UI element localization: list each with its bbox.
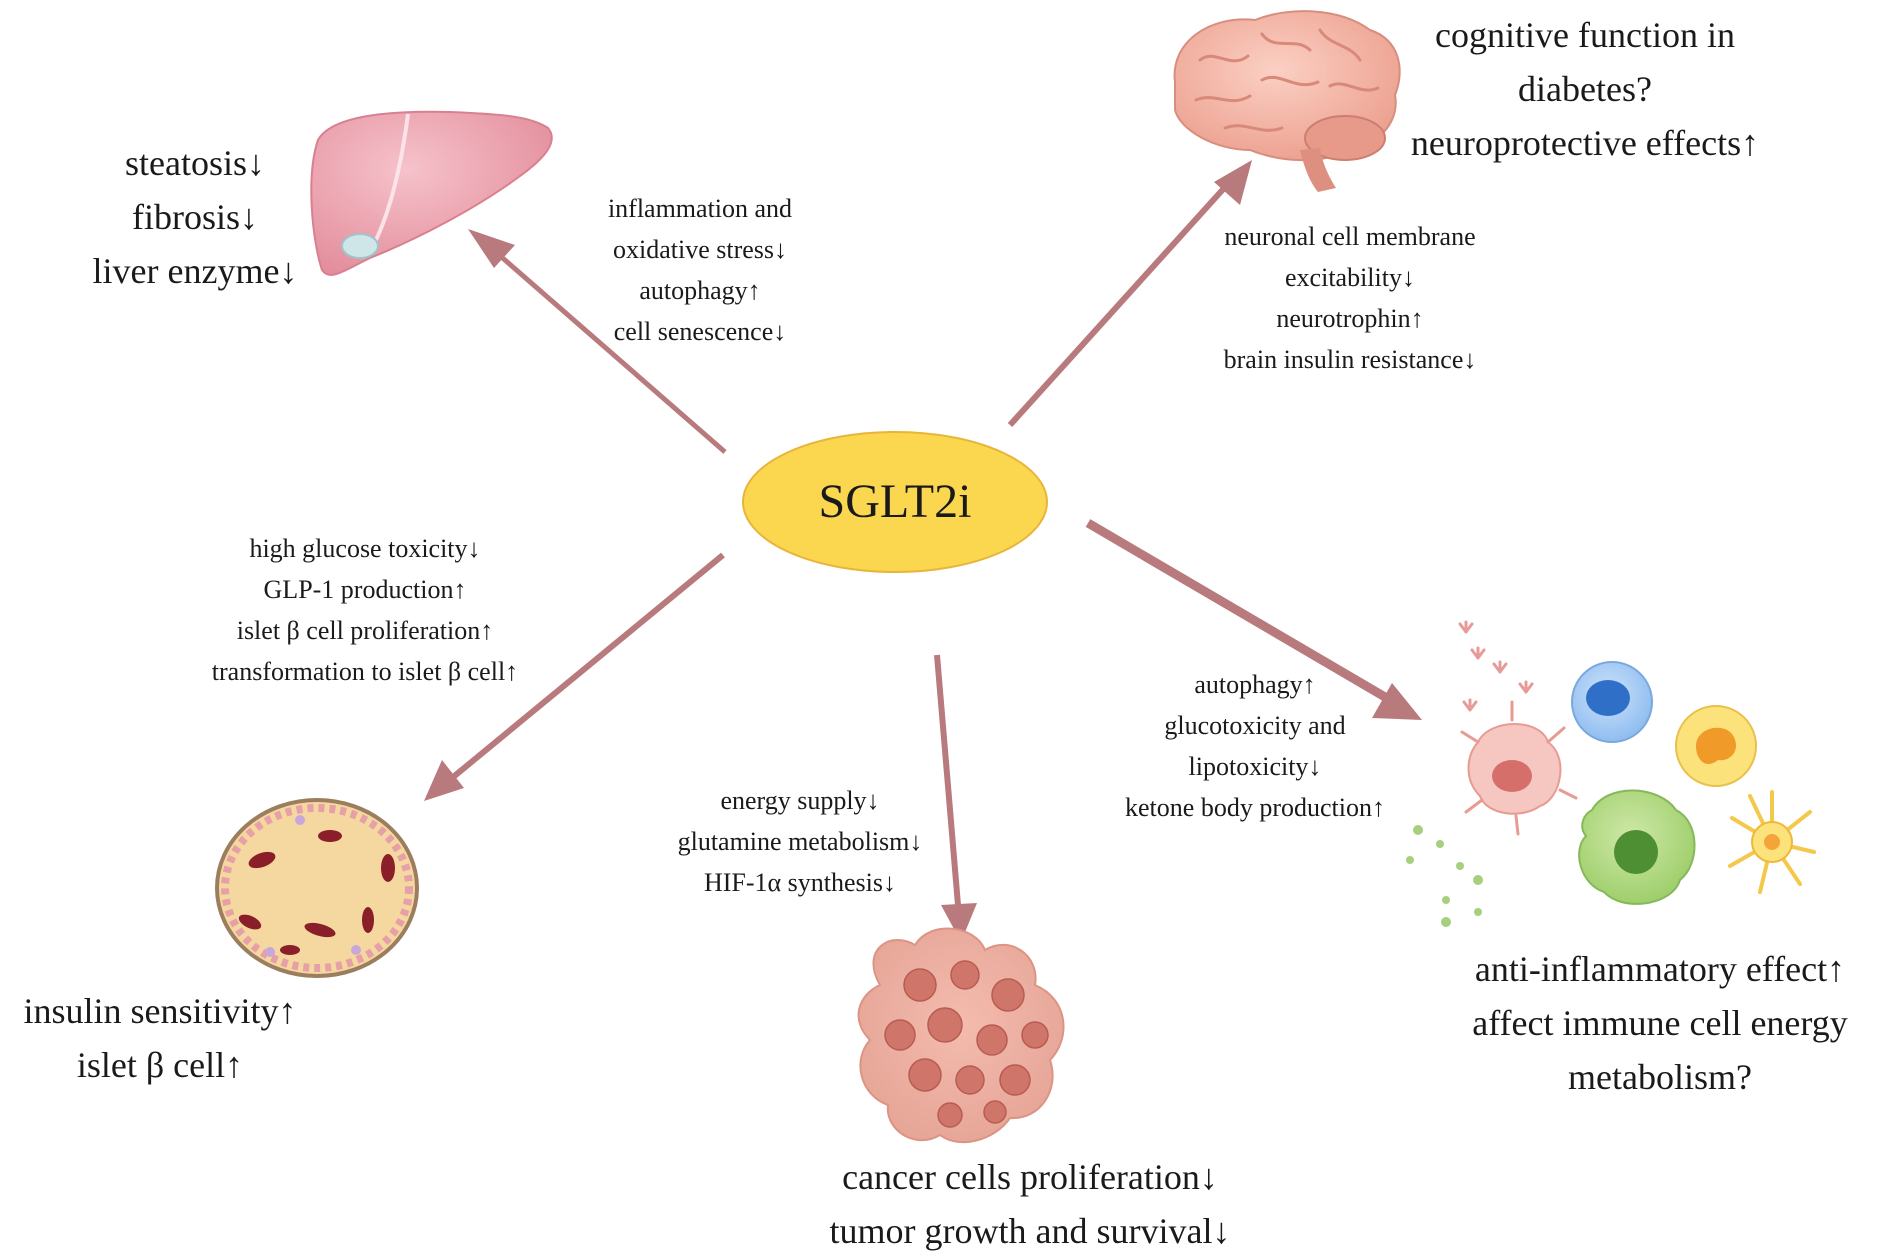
brain-mechanism-2: excitability↓	[1285, 263, 1415, 292]
immune-outcome-2: affect immune cell energy	[1472, 1003, 1848, 1043]
immune-mechanism-3: lipotoxicity↓	[1188, 752, 1322, 781]
neutrophil-yellow-cell	[1675, 705, 1757, 787]
islet-outcome-1: insulin sensitivity↑	[23, 991, 297, 1031]
immune-mechanism-4: ketone body production↑	[1125, 793, 1385, 822]
arrow-to-tumor	[934, 654, 977, 942]
brain-outcome-3: neuroprotective effects↑	[1410, 123, 1760, 163]
islet-mechanism-2: GLP-1 production↑	[263, 575, 467, 604]
islet-mechanism-4: transformation to islet β cell↑	[211, 657, 519, 686]
tumor-mechanism-1: energy supply↓	[720, 786, 880, 815]
liver-outcome-steatosis: steatosis↓	[125, 143, 265, 183]
liver-outcomes: steatosis↓ fibrosis↓ liver enzyme↓	[60, 136, 330, 298]
islet-mechanism-3: islet β cell proliferation↑	[236, 616, 494, 645]
immune-outcome-1: anti-inflammatory effect↑	[1474, 949, 1846, 989]
brain-outcomes: cognitive function in diabetes? neuropro…	[1370, 8, 1800, 170]
tumor-outcome-1: cancer cells proliferation↓	[842, 1157, 1218, 1197]
islet-mechanism-1: high glucose toxicity↓	[249, 534, 481, 563]
liver-outcome-fibrosis: fibrosis↓	[132, 197, 258, 237]
arrow-to-brain	[1007, 160, 1252, 428]
liver-mechanism-2: oxidative stress↓	[612, 235, 788, 264]
tumor-mechanism-2: glutamine metabolism↓	[677, 827, 923, 856]
immune-mechanisms: autophagy↑ glucotoxicity and lipotoxicit…	[1090, 664, 1420, 828]
brain-mechanisms: neuronal cell membrane excitability↓ neu…	[1180, 216, 1520, 380]
brain-outcome-1: cognitive function in	[1435, 15, 1735, 55]
tumor-mechanisms: energy supply↓ glutamine metabolism↓ HIF…	[640, 780, 960, 903]
immune-mechanism-1: autophagy↑	[1194, 670, 1316, 699]
dendritic-yellow-cell	[1728, 790, 1816, 894]
liver-icon	[310, 110, 553, 276]
liver-mechanism-4: cell senescence↓	[613, 317, 787, 346]
liver-mechanism-3: autophagy↑	[639, 276, 761, 305]
brain-mechanism-1: neuronal cell membrane	[1224, 222, 1476, 251]
macrophage-cell	[1460, 700, 1578, 836]
immune-outcome-3: metabolism?	[1568, 1057, 1752, 1097]
green-cell	[1578, 789, 1696, 905]
tumor-outcome-2: tumor growth and survival↓	[829, 1211, 1231, 1251]
islet-icon	[215, 798, 419, 978]
immune-cells-icon	[1406, 620, 1816, 927]
tumor-icon	[857, 927, 1065, 1144]
arrow-to-immune-cells	[1085, 519, 1422, 720]
brain-mechanism-4: brain insulin resistance↓	[1223, 345, 1477, 374]
brain-outcome-2: diabetes?	[1518, 69, 1652, 109]
brain-mechanism-3: neurotrophin↑	[1276, 304, 1424, 333]
liver-mechanism-1: inflammation and	[607, 194, 793, 223]
arrows	[424, 160, 1422, 942]
arrow-to-liver	[468, 229, 727, 454]
brain-icon	[1173, 10, 1401, 192]
liver-mechanisms: inflammation and oxidative stress↓ autop…	[560, 188, 840, 352]
tumor-outcomes: cancer cells proliferation↓ tumor growth…	[790, 1150, 1270, 1258]
islet-outcome-2: islet β cell↑	[76, 1045, 244, 1085]
tumor-mechanism-3: HIF-1α synthesis↓	[703, 868, 897, 897]
sglt2i-ellipse	[742, 431, 1048, 573]
sglt2i-label: SGLT2i	[818, 474, 972, 528]
islet-mechanisms: high glucose toxicity↓ GLP-1 production↑…	[170, 528, 560, 692]
liver-outcome-liver-enzyme: liver enzyme↓	[92, 251, 298, 291]
islet-outcomes: insulin sensitivity↑ islet β cell↑	[0, 984, 320, 1092]
immune-mechanism-2: glucotoxicity and	[1164, 711, 1346, 740]
immune-outcomes: anti-inflammatory effect↑ affect immune …	[1430, 942, 1890, 1104]
lymphocyte-blue-cell	[1571, 661, 1653, 743]
arrow-to-islet	[424, 552, 725, 801]
